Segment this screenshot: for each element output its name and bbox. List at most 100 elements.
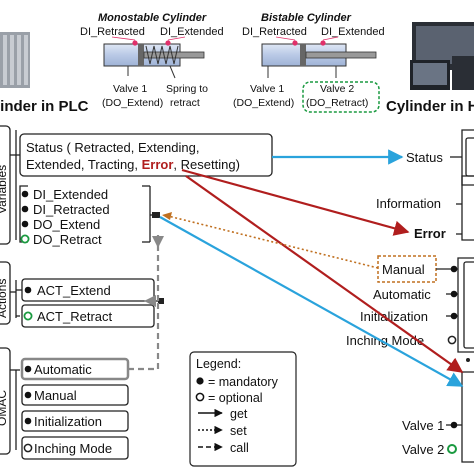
bistable-di-extended-label: DI_Extended xyxy=(321,26,385,38)
hmi-automatic-mandatory-dot xyxy=(450,290,458,298)
actions-group: Actions ACT_Extend ACT_Retract xyxy=(0,261,164,328)
actions-input-port xyxy=(158,298,164,304)
di-extended-mandatory-dot xyxy=(21,190,29,198)
legend-get-text: get xyxy=(230,407,248,421)
set-arrowhead xyxy=(162,212,172,220)
bistable-valve2-label: Valve 2 xyxy=(320,83,354,95)
variables-group: Variables Status ( Retracted, Extending,… xyxy=(0,125,273,247)
omac-group: OMAC Automatic Manual Initialization Inc… xyxy=(0,347,130,460)
omac-initialization-label: Initialization xyxy=(34,414,102,429)
hmi-mode-inching: Inching Mode xyxy=(346,333,424,348)
omac-manual-box xyxy=(21,384,129,406)
hmi-initialization-mandatory-dot xyxy=(450,312,458,320)
omac-automatic-label: Automatic xyxy=(34,362,92,377)
omac-initialization-box xyxy=(21,410,129,432)
legend-optional-dot xyxy=(195,392,205,402)
variables-output-port xyxy=(152,212,160,218)
hmi-information-group: Information Error xyxy=(376,175,474,241)
do-extend-mandatory-dot xyxy=(21,220,29,228)
omac-initialization-mandatory-dot xyxy=(24,417,32,425)
act-retract-label: ACT_Retract xyxy=(37,309,113,324)
legend: Legend: = mandatory = optional get set c… xyxy=(189,351,297,467)
omac-manual-mandatory-dot xyxy=(24,391,32,399)
bistable-sensor-extended xyxy=(320,40,326,46)
act-extend-mandatory-dot xyxy=(24,286,32,294)
get-error-arrow xyxy=(181,168,410,236)
hmi-information-label: Information xyxy=(376,196,441,211)
bistable-sensor-retracted xyxy=(292,40,298,46)
omac-group-label: OMAC xyxy=(0,390,9,426)
var-di-extended: DI_Extended xyxy=(33,187,108,202)
hmi-panel-icon xyxy=(410,22,474,90)
hmi-status-group: Status xyxy=(406,129,474,186)
hmi-error-label: Error xyxy=(414,226,446,241)
hmi-mode-initialization: Initialization xyxy=(360,309,428,324)
call-automatic-to-actions-line xyxy=(128,301,160,371)
act-extend-box xyxy=(21,278,155,302)
plc-cylinder-title: linder in PLC xyxy=(0,98,89,115)
legend-title: Legend: xyxy=(196,357,241,371)
legend-mandatory-dot xyxy=(196,377,204,385)
var-do-extend: DO_Extend xyxy=(33,217,100,232)
monostable-sensor-retracted xyxy=(132,40,138,46)
monostable-valve-label: Valve 1 xyxy=(113,83,147,95)
bistable-valve2-signal: (DO_Retract) xyxy=(306,97,368,109)
omac-automatic-mandatory-dot xyxy=(24,365,32,373)
monostable-di-extended-label: DI_Extended xyxy=(160,26,224,38)
monostable-title: Monostable Cylinder xyxy=(98,12,207,24)
bistable-valve2-highlight xyxy=(302,81,380,113)
monostable-spring-text: retract xyxy=(170,97,200,109)
hmi-inching-optional-dot xyxy=(447,335,457,345)
di-retracted-mandatory-dot xyxy=(21,205,29,213)
hmi-valve1-mandatory-dot xyxy=(450,421,458,429)
monostable-cylinder: Monostable Cylinder DI_Retracted DI_Exte… xyxy=(80,12,224,109)
hmi-cylinder-title: Cylinder in H xyxy=(386,98,474,115)
call-arrowhead-actions xyxy=(144,295,156,307)
variables-group-label: Variables xyxy=(0,165,9,214)
act-retract-box xyxy=(21,304,155,328)
legend-set-text: set xyxy=(230,424,247,438)
hmi-valve2-label: Valve 2 xyxy=(402,442,444,457)
hmi-valve2-optional-dot xyxy=(447,444,457,454)
var-do-retract: DO_Retract xyxy=(33,232,102,247)
monostable-di-retracted-label: DI_Retracted xyxy=(80,26,145,38)
get-variables-to-valves-arrow xyxy=(159,216,464,387)
monostable-sensor-extended xyxy=(165,40,171,46)
var-di-retracted: DI_Retracted xyxy=(33,202,110,217)
legend-box xyxy=(189,351,297,467)
hmi-manual-highlight xyxy=(377,255,437,283)
get-error-to-valves-arrow xyxy=(185,175,464,373)
status-variable-box xyxy=(19,133,273,177)
omac-manual-label: Manual xyxy=(34,388,77,403)
bistable-valve1-label: Valve 1 xyxy=(250,83,284,95)
monostable-spring-label: Spring to xyxy=(166,83,208,95)
legend-call-text: call xyxy=(230,441,249,455)
hmi-mode-manual: Manual xyxy=(382,262,425,277)
omac-inching-box xyxy=(21,436,129,460)
legend-mandatory-text: = mandatory xyxy=(208,375,279,389)
hmi-mode-automatic: Automatic xyxy=(373,287,431,302)
status-variable-line1: Status ( Retracted, Extending, xyxy=(26,140,199,155)
bistable-valve1-signal: (DO_Extend) xyxy=(233,97,294,109)
do-retract-optional-dot xyxy=(20,234,30,244)
omac-inching-label: Inching Mode xyxy=(34,441,112,456)
hmi-modes-group: Manual Automatic Initialization Inching … xyxy=(346,255,474,353)
set-manual-to-variables-arrow xyxy=(163,214,379,269)
hmi-status-label: Status xyxy=(406,150,443,165)
omac-inching-optional-dot xyxy=(23,443,33,453)
act-retract-optional-dot xyxy=(23,311,33,321)
legend-optional-text: = optional xyxy=(208,391,263,405)
plc-device-icon xyxy=(0,32,30,88)
act-extend-label: ACT_Extend xyxy=(37,283,111,298)
hmi-valves-group: Valve 1 Valve 2 xyxy=(402,358,474,463)
bistable-title: Bistable Cylinder xyxy=(261,12,352,24)
bistable-cylinder: Bistable Cylinder DI_Retracted DI_Extend… xyxy=(233,12,385,113)
bistable-di-retracted-label: DI_Retracted xyxy=(242,26,307,38)
hmi-manual-mandatory-dot xyxy=(450,265,458,273)
actions-group-label: Actions xyxy=(0,279,9,318)
hmi-valve1-label: Valve 1 xyxy=(402,418,444,433)
monostable-valve-signal: (DO_Extend) xyxy=(102,97,163,109)
call-arrowhead-variables xyxy=(152,236,164,248)
status-variable-line2: Extended, Tracting, Error, Resetting) xyxy=(26,157,240,172)
